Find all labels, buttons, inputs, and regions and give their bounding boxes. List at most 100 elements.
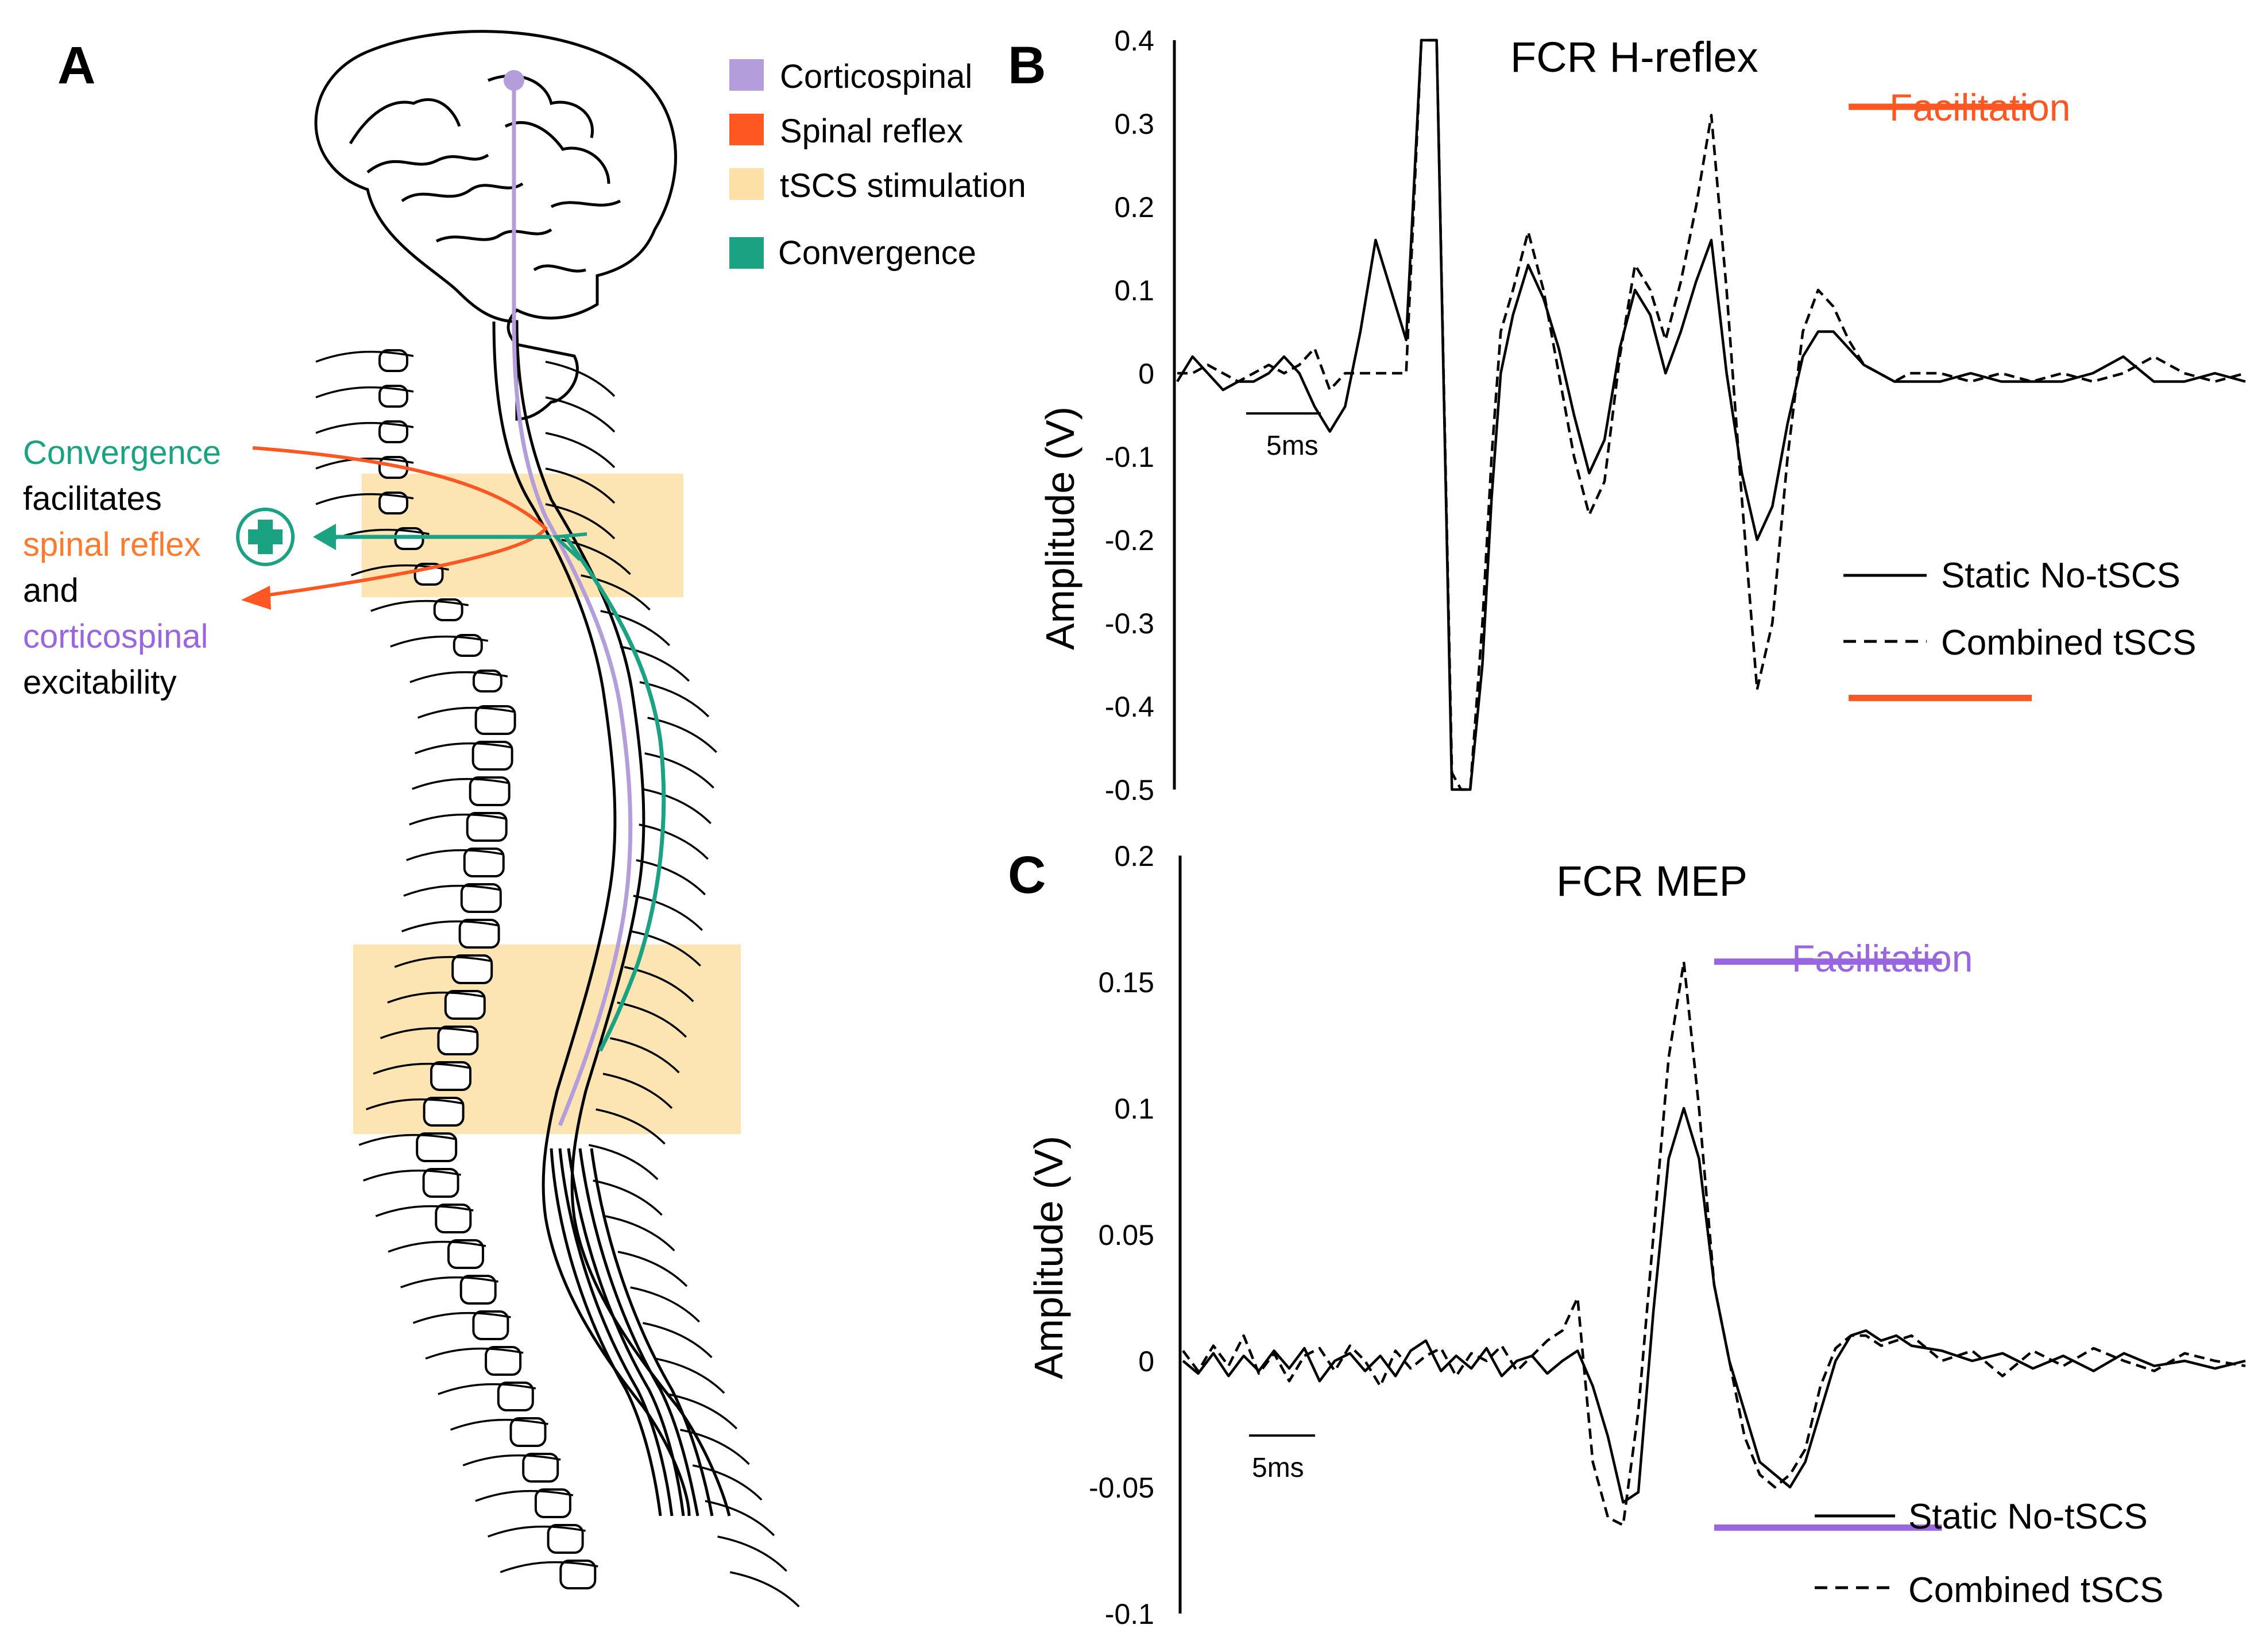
chart-b-title: FCR H-reflex xyxy=(1510,33,1758,81)
plus-icon xyxy=(236,508,295,566)
vertebra-4 xyxy=(378,492,408,514)
nerve-root-left-17 xyxy=(394,955,493,968)
vertebra-26 xyxy=(459,1275,497,1305)
chart-b-ytick-label: 0.2 xyxy=(1114,191,1154,223)
chart-b-ytick-label: -0.1 xyxy=(1105,441,1154,473)
chart-b-ytick-label: -0.5 xyxy=(1105,774,1154,806)
chart-b-ytick-label: -0.4 xyxy=(1105,691,1154,723)
nerve-root-left-21 xyxy=(365,1098,464,1111)
nerve-root-right-16 xyxy=(631,930,701,967)
vertebra-0 xyxy=(378,349,408,372)
annotation-facilitates: facilitates xyxy=(23,480,162,517)
nerve-root-left-30 xyxy=(450,1418,548,1431)
nerve-root-left-18 xyxy=(387,991,486,1004)
convergence-arrowhead xyxy=(552,532,587,562)
tscs-zone-thoracolumbar xyxy=(353,945,741,1134)
nerve-root-right-8 xyxy=(620,645,690,682)
chart-b-legend-combined: Combined tSCS xyxy=(1941,623,2197,663)
nerve-root-left-23 xyxy=(362,1169,461,1182)
nerve-root-right-1 xyxy=(545,396,616,433)
nerve-root-left-28 xyxy=(425,1347,524,1360)
chart-c-ytick-label: -0.05 xyxy=(1089,1472,1154,1504)
legend-label-spinal-reflex: Spinal reflex xyxy=(780,113,963,150)
nerve-root-left-4 xyxy=(315,493,414,505)
nerve-root-right-14 xyxy=(636,859,706,896)
nerve-root-right-20 xyxy=(602,1073,673,1109)
legend-label-convergence: Convergence xyxy=(778,234,976,272)
legend-label-corticospinal: Corticospinal xyxy=(780,58,972,95)
vertebra-24 xyxy=(435,1204,472,1233)
nerve-root-right-11 xyxy=(644,752,714,789)
chart-c-ytick-label: 0 xyxy=(1138,1345,1154,1378)
vertebra-18 xyxy=(444,990,486,1020)
nerve-root-right-13 xyxy=(639,823,709,860)
vertebra-7 xyxy=(433,598,463,621)
vertebra-8 xyxy=(453,634,483,657)
nerve-root-left-15 xyxy=(403,884,502,897)
chart-c-series-static-no-tscs xyxy=(1182,1107,2246,1504)
nerve-root-left-27 xyxy=(412,1311,511,1324)
legend-label-tscs: tSCS stimulation xyxy=(780,167,1026,204)
spinal-reflex-arrowhead xyxy=(241,586,271,610)
nerve-root-left-12 xyxy=(412,777,511,790)
corticospinal-pathway xyxy=(512,80,633,1127)
convergence-pathway xyxy=(564,535,666,1052)
vertebra-17 xyxy=(451,954,493,984)
vertebra-19 xyxy=(437,1026,479,1055)
nerve-root-right-32 xyxy=(705,1500,775,1537)
vertebra-20 xyxy=(430,1061,471,1091)
chart-c-ytick-label: 0.15 xyxy=(1099,966,1154,999)
chart-b-ytick-label: 0.4 xyxy=(1114,25,1154,57)
nerve-root-left-34 xyxy=(500,1561,598,1573)
vertebra-25 xyxy=(447,1239,484,1269)
nerve-root-left-29 xyxy=(438,1383,536,1395)
chart-c-ylabel: Amplitude (V) xyxy=(1026,1136,1071,1379)
chart-c-series-combined-tscs xyxy=(1182,960,2246,1527)
annotation-corticospinal: corticospinal xyxy=(23,618,208,655)
nerve-root-right-21 xyxy=(596,1108,666,1145)
nerve-root-right-25 xyxy=(617,1251,688,1287)
nerve-root-right-12 xyxy=(641,788,712,825)
nerve-root-left-8 xyxy=(390,635,489,648)
vertebra-34 xyxy=(559,1560,597,1589)
nerve-root-left-26 xyxy=(400,1276,499,1289)
chart-b-ytick-label: -0.2 xyxy=(1105,524,1154,556)
nerve-root-right-23 xyxy=(593,1179,663,1216)
vertebra-16 xyxy=(458,919,500,949)
nerve-root-left-10 xyxy=(417,706,516,719)
nerve-root-left-31 xyxy=(462,1454,561,1467)
chart-fcr-mep: FCR MEP Amplitude (V) 0.20.150.10.050-0.… xyxy=(1026,840,2246,1630)
vertebra-27 xyxy=(472,1310,509,1340)
vertebra-9 xyxy=(472,670,502,692)
nerve-root-right-2 xyxy=(545,432,616,469)
vertebra-13 xyxy=(466,812,508,842)
legend-swatch-tscs xyxy=(729,168,764,200)
nerve-root-left-33 xyxy=(487,1525,586,1538)
chart-c-legend-combined: Combined tSCS xyxy=(1908,1570,2164,1610)
chart-b-series-combined-tscs xyxy=(1177,38,2246,791)
nerve-root-left-0 xyxy=(315,350,414,363)
nerve-root-left-24 xyxy=(375,1205,474,1217)
nerve-root-left-20 xyxy=(373,1062,471,1075)
chart-b-ytick-label: 0.1 xyxy=(1114,274,1154,307)
nerve-root-left-32 xyxy=(475,1489,574,1502)
chart-b-ytick-label: -0.3 xyxy=(1105,608,1154,640)
chart-c-facilitation-label: Facilitation xyxy=(1792,937,1973,980)
chart-b-legend-static: Static No-tSCS xyxy=(1941,556,2180,595)
nerve-root-right-19 xyxy=(610,1037,680,1074)
chart-c-title: FCR MEP xyxy=(1556,857,1747,905)
nerve-root-right-0 xyxy=(545,361,616,397)
chart-c-ytick-label: 0.2 xyxy=(1114,840,1154,872)
panel-label-a: A xyxy=(57,36,95,95)
chart-c-ytick-label: -0.1 xyxy=(1105,1598,1154,1630)
vertebra-28 xyxy=(485,1346,522,1376)
nerve-root-left-1 xyxy=(315,386,414,399)
nerve-root-right-3 xyxy=(545,467,616,504)
legend-swatch-spinal-reflex xyxy=(729,114,764,145)
panel-label-c: C xyxy=(1008,846,1046,904)
nerve-root-right-29 xyxy=(667,1393,738,1430)
chart-b-ylabel: Amplitude (V) xyxy=(1038,407,1082,650)
cortex-origin-dot xyxy=(504,70,524,91)
nerve-root-right-22 xyxy=(588,1144,659,1181)
annotation-excitability: excitability xyxy=(23,664,177,701)
